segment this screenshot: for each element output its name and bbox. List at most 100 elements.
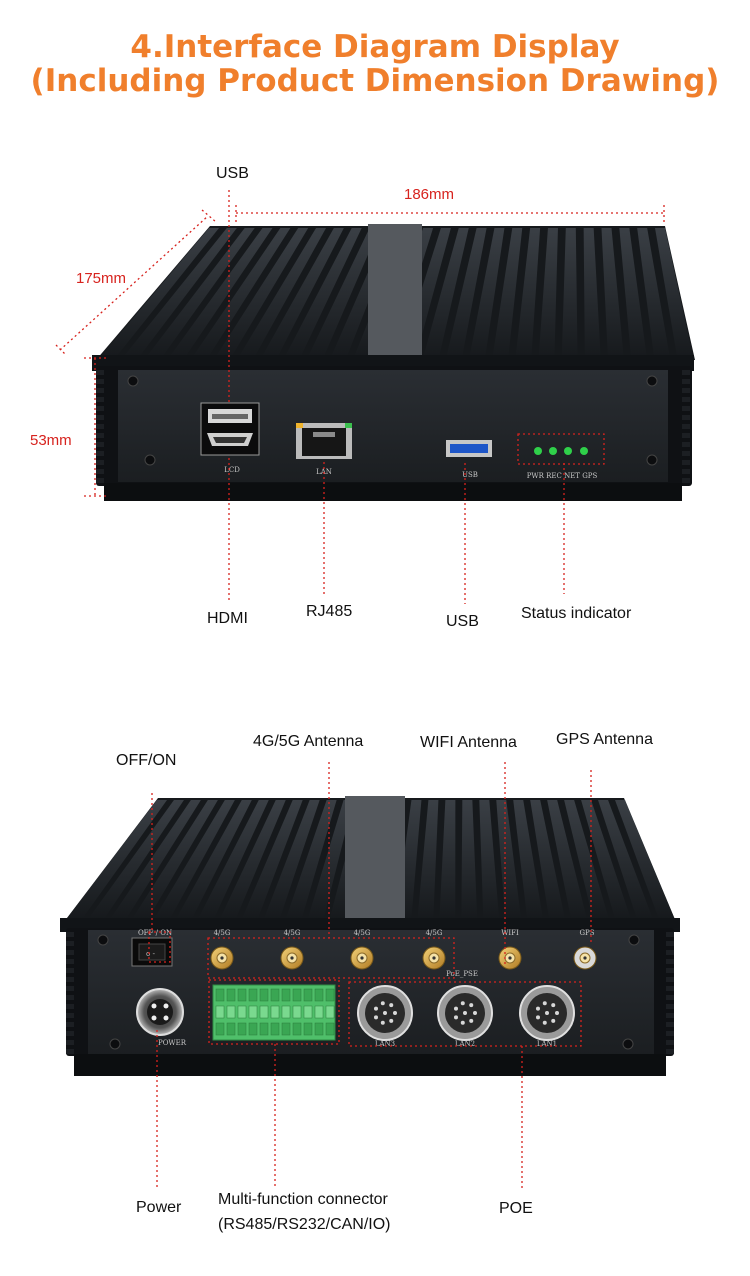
side-fin (666, 1049, 674, 1054)
rear-heatsink-fins (64, 800, 676, 922)
side-fin (66, 995, 74, 1000)
terminal-pin (259, 988, 269, 1002)
heatsink-fin (445, 228, 487, 362)
heatsink-fin (119, 228, 237, 362)
side-fin (66, 1040, 74, 1045)
svg-text:OFF / ON: OFF / ON (138, 929, 172, 937)
side-fin (682, 433, 690, 438)
svg-text:LAN1: LAN1 (537, 1040, 557, 1048)
lcd-stencil: LCD (224, 466, 240, 474)
side-fin (66, 1022, 74, 1027)
side-fin (66, 950, 74, 955)
usb-top-label: USB (216, 165, 249, 182)
terminal-pin (292, 1005, 302, 1019)
terminal-block-icon (212, 984, 336, 1041)
side-fin (66, 968, 74, 973)
terminal-pin (281, 1022, 291, 1036)
side-fin (96, 388, 104, 393)
side-fin (682, 379, 690, 384)
svg-text:GPS: GPS (579, 929, 594, 937)
side-fin (682, 469, 690, 474)
power-label: Power (136, 1199, 182, 1216)
side-fin (682, 442, 690, 447)
side-fin (666, 986, 674, 991)
side-fin (96, 397, 104, 402)
screw (127, 375, 139, 387)
side-fin (666, 1031, 674, 1036)
side-fin (666, 959, 674, 964)
side-fin (666, 995, 674, 1000)
side-fin (96, 406, 104, 411)
terminal-pin (325, 1022, 335, 1036)
terminal-pin (215, 1022, 225, 1036)
side-fin (666, 1013, 674, 1018)
front-device: LCD LAN USB PWR REC NET GPS (92, 224, 695, 501)
terminal-pin (303, 988, 313, 1002)
heatsink-fin (513, 800, 544, 922)
screw (646, 454, 658, 466)
terminal-pin (270, 1005, 280, 1019)
side-fin (666, 977, 674, 982)
poe-label: POE (499, 1200, 533, 1217)
side-fin (96, 379, 104, 384)
off-on-label: OFF/ON (116, 752, 177, 769)
heatsink-fin (564, 800, 610, 922)
hdmi-label: HDMI (207, 610, 248, 627)
side-fin (66, 932, 74, 937)
heatsink-fin (515, 228, 541, 362)
heatsink-fin (491, 228, 523, 362)
terminal-pin (325, 1005, 335, 1019)
side-fin (96, 424, 104, 429)
heatsink-fin (108, 800, 201, 922)
side-fin (96, 478, 104, 483)
side-fin (666, 968, 674, 973)
heatsink-fin (561, 228, 578, 362)
heatsink-fin (417, 800, 439, 922)
front-dimension-lines (55, 190, 665, 604)
usb-bottom-label: USB (446, 613, 479, 630)
heatsink-fin (240, 800, 303, 922)
terminal-pin (292, 1022, 302, 1036)
side-fin (682, 424, 690, 429)
rj485-label: RJ485 (306, 603, 353, 620)
terminal-pin (237, 988, 247, 1002)
heatsink-fin (468, 228, 505, 362)
height-dimension-label: 53mm (30, 432, 72, 449)
svg-text:4/5G: 4/5G (354, 929, 371, 937)
terminal-pin (281, 988, 291, 1002)
heatsink-fin (306, 800, 354, 922)
screw (109, 1038, 121, 1050)
side-fin (666, 950, 674, 955)
screw (628, 934, 640, 946)
poe-connector-icons (357, 985, 575, 1041)
page-title-line1: 4.Interface Diagram Display (130, 29, 620, 65)
heatsink-fin (196, 800, 269, 922)
side-fin (666, 941, 674, 946)
terminal-pin (292, 988, 302, 1002)
side-fin (682, 370, 690, 375)
heatsink-fin (189, 228, 291, 362)
terminal-pin (248, 1022, 258, 1036)
heatsink-fin (615, 800, 676, 922)
side-fin (96, 370, 104, 375)
side-fin (96, 415, 104, 420)
side-fin (666, 1022, 674, 1027)
terminal-pin (325, 988, 335, 1002)
side-fin (682, 397, 690, 402)
side-fin (66, 977, 74, 982)
side-fin (682, 388, 690, 393)
side-fin (682, 415, 690, 420)
heatsink-fin (637, 228, 671, 362)
page-title-line2: (Including Product Dimension Drawing) (30, 63, 720, 99)
front-center-plate (368, 224, 422, 362)
heatsink-fin (305, 228, 380, 362)
svg-text:4/5G: 4/5G (426, 929, 443, 937)
heatsink-fin (461, 800, 478, 922)
antenna-4g5g-label: 4G/5G Antenna (253, 733, 364, 750)
heatsink-fin (655, 228, 694, 362)
heatsink-fin (258, 228, 344, 362)
heatsink-fin (165, 228, 273, 362)
side-fin (682, 451, 690, 456)
width-dimension-label: 186mm (404, 186, 455, 203)
